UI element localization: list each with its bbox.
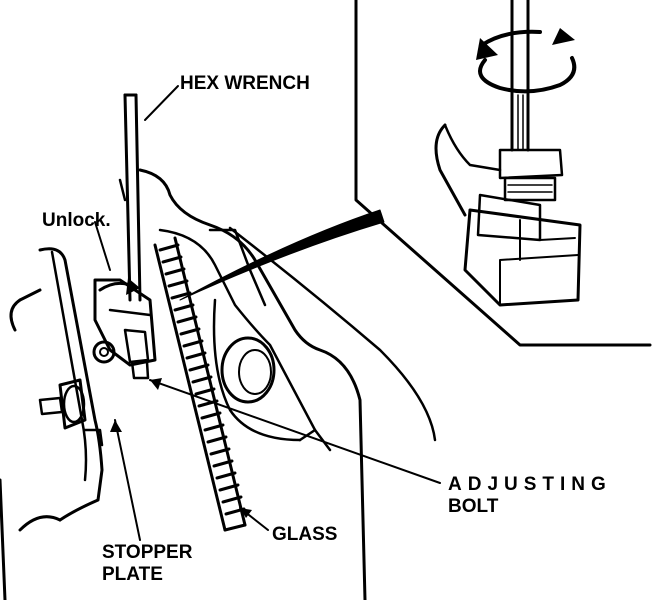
detail-leader	[179, 209, 385, 301]
label-glass: GLASS	[272, 524, 338, 545]
label-adjusting-bolt: ADJUSTING BOLT	[448, 474, 612, 518]
label-stopper-plate-line1: STOPPER	[102, 542, 193, 563]
rotation-arrow-icon	[552, 28, 575, 45]
unlock-arrow-icon	[126, 278, 140, 295]
label-adjusting-bolt-line2: BOLT	[448, 496, 499, 517]
window-glass	[153, 236, 247, 532]
label-adjusting-bolt-line1: ADJUSTING	[448, 474, 612, 495]
inset-detail-view	[354, 0, 652, 347]
stopper-plate-mechanism	[0, 247, 157, 600]
hex-wrench	[123, 93, 142, 302]
label-hex-wrench: HEX WRENCH	[180, 73, 310, 94]
door-panel	[118, 168, 437, 600]
label-unlock: Unlock.	[42, 210, 111, 231]
label-stopper-plate: STOPPER PLATE	[102, 542, 192, 586]
label-stopper-plate-line2: PLATE	[102, 564, 163, 585]
leader-lines	[94, 85, 441, 541]
